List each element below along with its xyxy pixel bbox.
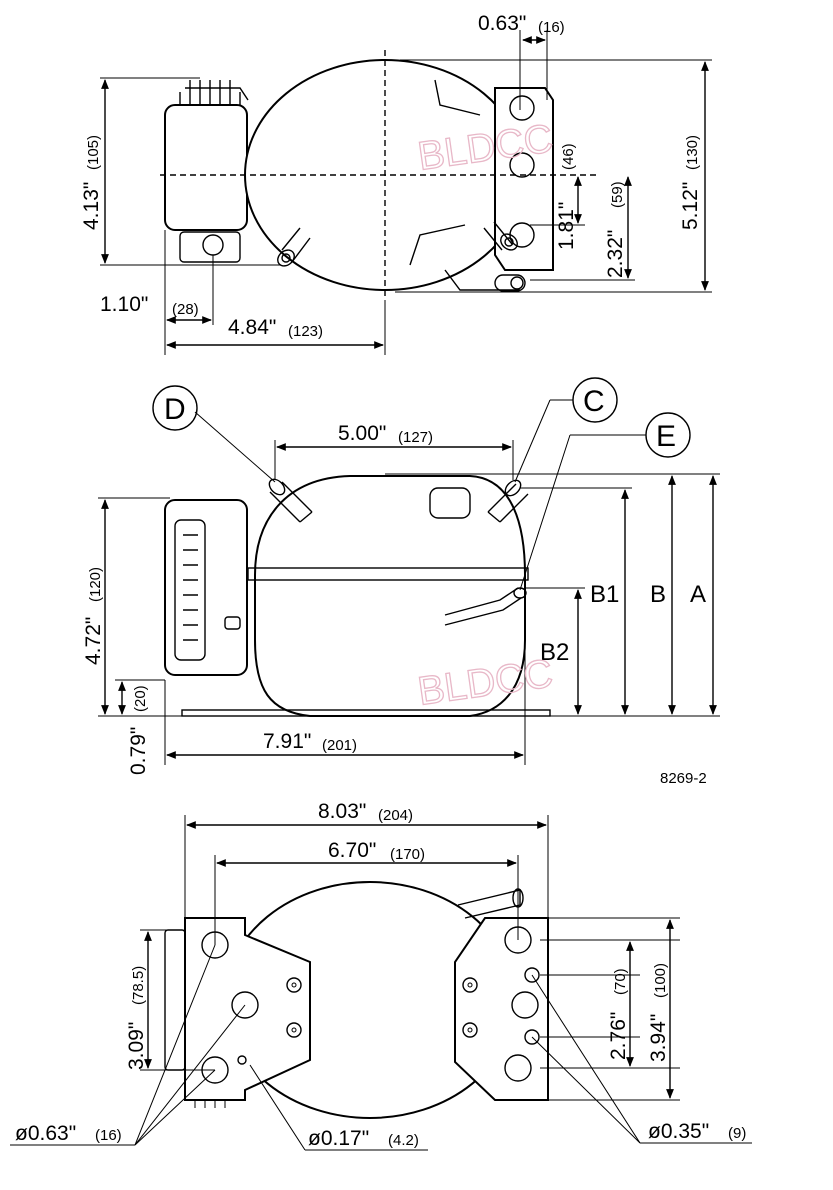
dim-079-mm: (20): [132, 685, 149, 712]
side-electrical-box: [164, 499, 248, 676]
hole-035-label: ø0.35": [648, 1120, 709, 1143]
bottom-right-plate: [454, 888, 549, 1101]
hole-035-mm: (9): [728, 1125, 746, 1142]
dim-803-label: 8.03": [318, 800, 366, 823]
dim-512-label: 5.12": [679, 182, 702, 230]
drawing-number: 8269-2: [660, 770, 707, 787]
hole-017-mm: (4.2): [388, 1132, 419, 1149]
side-tubes: [268, 478, 529, 523]
dim-181-mm: (46): [560, 143, 577, 170]
dim-670-label: 6.70": [328, 839, 376, 862]
dim-110-label: 1.10": [100, 293, 148, 316]
dim-394-mm: (100): [652, 963, 669, 998]
bottom-view: 8.03" (204) 6.70" (170) 3.09" (78.5) 2.7…: [10, 800, 752, 1151]
dim-791-label: 7.91": [263, 730, 311, 753]
dim-670-mm: (170): [390, 846, 425, 863]
label-b2: B2: [540, 639, 569, 666]
label-b1: B1: [590, 581, 619, 608]
dim-413-mm: (105): [85, 135, 102, 170]
dim-276-label: 2.76": [607, 1012, 630, 1060]
dim-500-label: 5.00": [338, 422, 386, 445]
dim-232-label: 2.32": [604, 230, 627, 278]
bottom-left-plate: [164, 917, 311, 1108]
dim-803-mm: (204): [378, 807, 413, 824]
side-view: D C E 5.00" (127) 4.72" (120) 0.79" (20)…: [82, 377, 720, 787]
dim-484-mm: (123): [288, 323, 323, 340]
dim-309-mm: (78.5): [130, 966, 147, 1005]
callout-d: D: [164, 393, 186, 426]
callout-c: C: [583, 385, 605, 418]
dim-484-label: 4.84": [228, 316, 276, 339]
hole-063-label: ø0.63": [15, 1122, 76, 1145]
dim-791-mm: (201): [322, 737, 357, 754]
dim-413-label: 4.13": [80, 182, 103, 230]
dim-276-mm: (70): [612, 968, 629, 995]
dim-472-label: 4.72": [82, 617, 105, 665]
dim-181-label: 1.81": [555, 202, 578, 250]
dim-394-label: 3.94": [647, 1014, 670, 1062]
dim-079-label: 0.79": [127, 727, 150, 775]
label-b: B: [650, 581, 666, 608]
hole-063-mm: (16): [95, 1127, 122, 1144]
top-view: 0.63" (16) 4.13" (105) 5.12" (130) 1.81"…: [80, 12, 712, 355]
hole-017-label: ø0.17": [308, 1127, 369, 1150]
top-tubes: [277, 221, 518, 267]
dim-063-label: 0.63": [478, 12, 526, 35]
dim-232-mm: (59): [609, 181, 626, 208]
dim-309-label: 3.09": [125, 1022, 148, 1070]
label-a: A: [690, 581, 706, 608]
dim-512-mm: (130): [684, 135, 701, 170]
dim-110-mm: (28): [172, 301, 199, 318]
dim-500-mm: (127): [398, 429, 433, 446]
top-electrical-box: [164, 80, 249, 263]
callout-d-circle: [152, 385, 198, 431]
dim-063-mm: (16): [538, 19, 565, 36]
callout-e: E: [656, 420, 676, 453]
dim-472-mm: (120): [87, 567, 104, 602]
